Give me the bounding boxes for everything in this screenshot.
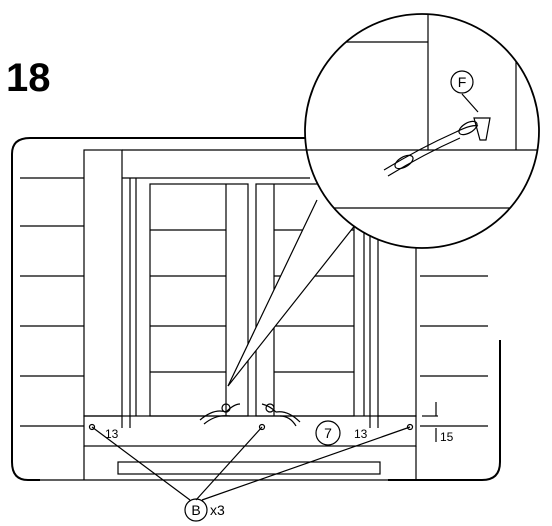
screw-b-callout <box>184 498 208 522</box>
part-7-label: 7 <box>324 425 332 441</box>
part-7-callout <box>315 420 341 446</box>
zoom-detail: F <box>304 13 540 249</box>
left-shutter <box>149 183 249 417</box>
sill-board <box>83 415 417 480</box>
dimension-height: 15 <box>440 430 454 444</box>
window-frame <box>83 149 417 417</box>
dimension-marks <box>121 402 438 442</box>
wall-boards-right <box>420 275 488 427</box>
screw-hole <box>406 423 414 431</box>
dimension-right: 13 <box>354 427 368 441</box>
screw-hole <box>258 423 266 431</box>
screw-quantity: x3 <box>210 502 225 518</box>
screw-hole <box>88 423 96 431</box>
hook-f-callout <box>450 70 474 94</box>
hook-f-label: F <box>458 74 467 90</box>
screw-leader-lines <box>91 426 411 501</box>
wall-boards-left <box>20 177 84 427</box>
screw-b-label: B <box>191 502 200 518</box>
dimension-left: 13 <box>105 427 119 441</box>
hook-pair-icon <box>199 403 301 427</box>
zoom-pointer <box>227 199 357 387</box>
step-number: 18 <box>6 56 51 100</box>
